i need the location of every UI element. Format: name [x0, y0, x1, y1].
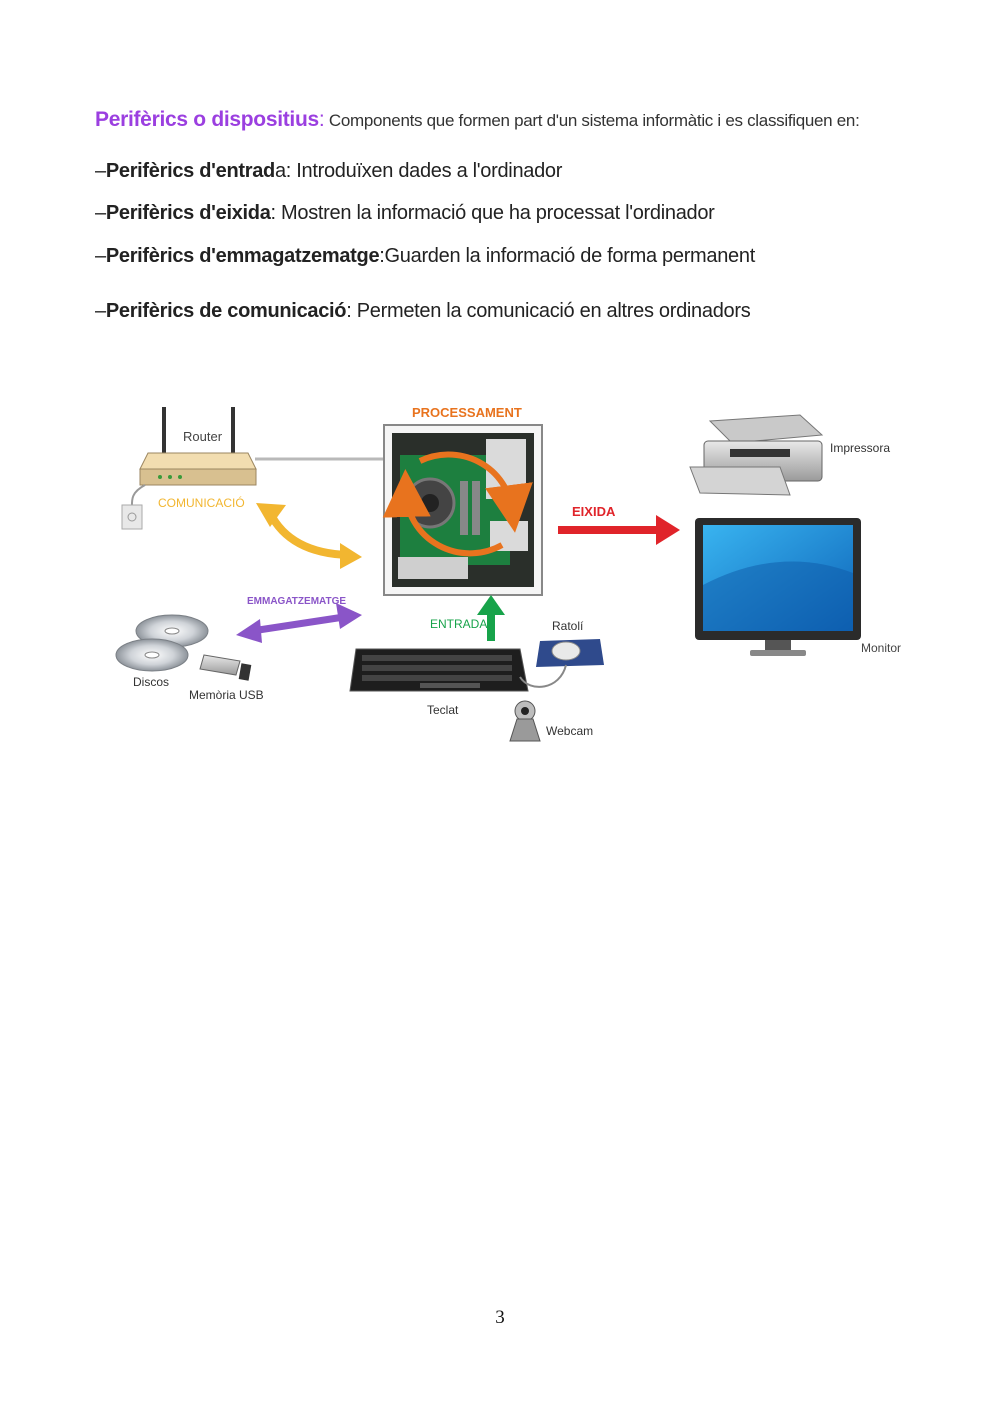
monitor-label: Monitor — [861, 641, 901, 655]
monitor-icon — [695, 518, 861, 656]
eixida-label: EIXIDA — [572, 504, 616, 519]
emmagatzematge-arrow — [236, 603, 362, 643]
intro-colon: : — [318, 108, 325, 131]
bullet-term: Perifèrics d'entrad — [105, 160, 275, 182]
entrada-label: ENTRADA — [430, 617, 487, 631]
bullet-comunicacio: –Perifèrics de comunicació: Permeten la … — [95, 300, 751, 323]
router-label: Router — [183, 429, 223, 444]
teclat-label: Teclat — [427, 703, 459, 717]
intro-title: Perifèrics o dispositius — [95, 108, 319, 131]
intro-line: Perifèrics o dispositius: Components que… — [95, 108, 860, 132]
page-number: 3 — [495, 1307, 505, 1328]
bullet-term: Perifèrics de comunicació — [105, 300, 347, 322]
bullet-desc: :Guarden la informació de forma permanen… — [379, 245, 755, 267]
memoria-usb-label: Memòria USB — [189, 688, 264, 702]
bullet-dash: – — [95, 160, 106, 182]
entrada-arrow — [477, 595, 505, 641]
comunicacio-arrow — [256, 503, 362, 569]
webcam-label: Webcam — [546, 724, 593, 738]
discs-icon — [115, 614, 209, 672]
comunicacio-label: COMUNICACIÓ — [158, 495, 245, 510]
bullet-dash: – — [95, 300, 106, 322]
bullet-dash: – — [95, 245, 106, 267]
bullet-desc: : Permeten la comunicació en altres ordi… — [346, 300, 751, 322]
bullet-dash: – — [95, 202, 106, 224]
bullet-term: Perifèrics d'eixida — [105, 202, 271, 224]
discos-label: Discos — [133, 675, 169, 689]
webcam-icon — [509, 700, 541, 742]
bullet-emmagatzematge: –Perifèrics d'emmagatzematge:Guarden la … — [95, 245, 755, 268]
processament-label: PROCESSAMENT — [412, 405, 522, 420]
printer-icon — [689, 414, 824, 496]
peripherals-diagram: Router COMUNICACIÓ PROCESSAMENT EIXIDA I… — [115, 405, 901, 742]
impressora-label: Impressora — [830, 441, 890, 455]
router-icon — [121, 407, 257, 530]
ratoli-label: Ratolí — [552, 619, 584, 633]
keyboard-icon — [349, 648, 529, 692]
bullet-desc: : Mostren la informació que ha processat… — [270, 202, 715, 224]
bullet-entrada: –Perifèrics d'entrada: Introduïxen dades… — [95, 160, 562, 183]
mouse-icon — [519, 639, 604, 688]
emmagatzematge-label: EMMAGATZEMATGE — [247, 596, 346, 607]
eixida-arrow — [558, 515, 680, 545]
usb-memory-icon — [199, 654, 252, 681]
bullet-term: Perifèrics d'emmagatzematge — [105, 245, 380, 267]
processing-cycle-arrows — [382, 451, 533, 557]
bullet-eixida: –Perifèrics d'eixida: Mostren la informa… — [95, 202, 715, 225]
intro-text: Components que formen part d'un sistema … — [324, 111, 860, 130]
bullet-desc: a: Introduïxen dades a l'ordinador — [274, 160, 563, 182]
